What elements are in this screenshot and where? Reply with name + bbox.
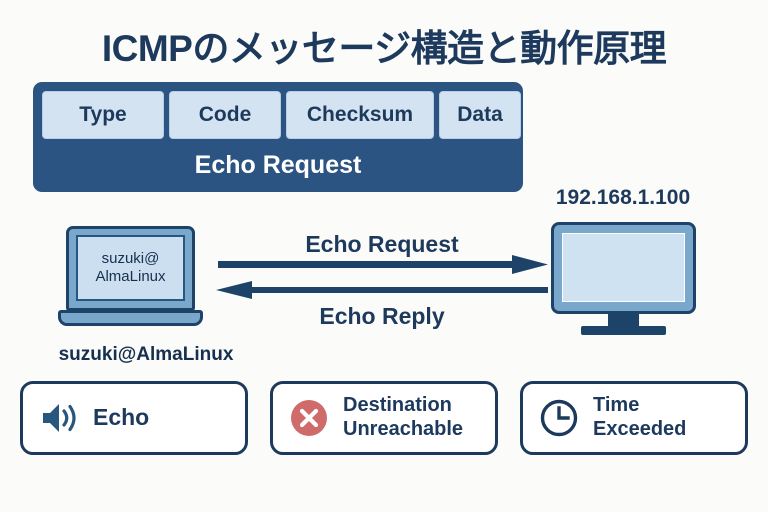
message-type-card-list: Echo Destination Unreachable <box>20 381 748 455</box>
monitor-neck <box>608 313 639 328</box>
message-type-card-echo[interactable]: Echo <box>20 381 248 455</box>
packet-field-type: Type <box>42 91 164 139</box>
icmp-packet-diagram: Type Code Checksum Data Echo Request <box>33 82 523 192</box>
monitor-screen <box>562 233 685 302</box>
packet-field-code: Code <box>169 91 281 139</box>
error-circle-x-icon <box>289 398 329 438</box>
message-type-card-time-exceeded[interactable]: Time Exceeded <box>520 381 748 455</box>
message-type-label-destination-unreachable: Destination Unreachable <box>343 394 463 441</box>
monitor-foot <box>581 326 666 335</box>
flow-arrows <box>216 255 548 299</box>
speaker-icon <box>39 398 79 438</box>
arrow-right-icon <box>218 255 548 274</box>
packet-field-row: Type Code Checksum Data <box>42 91 521 139</box>
packet-message-label: Echo Request <box>194 151 362 179</box>
laptop-screen-line-2: AlmaLinux <box>95 268 166 285</box>
message-type-label-echo: Echo <box>93 404 149 431</box>
packet-field-data: Data <box>439 91 521 139</box>
laptop-base <box>58 310 203 326</box>
clock-icon <box>539 398 579 438</box>
server-ip-address: 192.168.1.100 <box>555 186 691 209</box>
monitor-body <box>551 222 696 314</box>
message-type-label-time-exceeded: Time Exceeded <box>593 394 686 441</box>
arrow-label-echo-reply: Echo Reply <box>319 303 445 329</box>
laptop-lid: suzuki@ AlmaLinux <box>66 226 195 311</box>
client-hostname-caption: suzuki@AlmaLinux <box>58 344 234 365</box>
message-type-label-echo-line1: Echo <box>93 404 150 431</box>
page-title: ICMPのメッセージ構造と動作原理 <box>101 28 667 69</box>
message-type-label-te-line1: Time <box>593 394 640 417</box>
message-type-card-destination-unreachable[interactable]: Destination Unreachable <box>270 381 498 455</box>
monitor-icon <box>551 222 696 337</box>
arrow-left-icon <box>216 281 548 299</box>
message-type-label-du-line1: Destination <box>343 394 452 417</box>
message-type-label-te-line2: Exceeded <box>593 418 687 440</box>
laptop-icon: suzuki@ AlmaLinux <box>58 226 203 334</box>
message-type-label-du-line2: Unreachable <box>343 418 464 440</box>
packet-field-checksum: Checksum <box>286 91 434 139</box>
laptop-screen: suzuki@ AlmaLinux <box>76 235 185 301</box>
laptop-screen-line-1: suzuki@ <box>101 250 160 268</box>
arrow-label-echo-request: Echo Request <box>305 231 459 257</box>
